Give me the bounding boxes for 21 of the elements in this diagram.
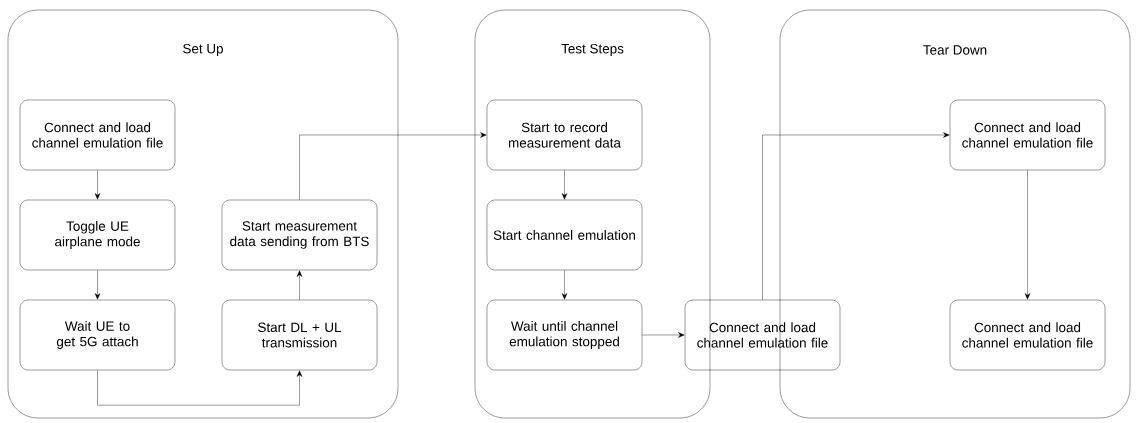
process-box: Connect and load channel emulation file [949, 99, 1106, 171]
arrow [94, 270, 101, 300]
arrow [296, 270, 303, 300]
process-box: Start to record measurement data [486, 99, 643, 171]
process-box: Start measurement data sending from BTS [221, 199, 378, 271]
arrow [561, 170, 568, 200]
arrow [561, 270, 568, 300]
process-box: Connect and load channel emulation file [949, 299, 1106, 371]
arrow [299, 132, 487, 200]
process-box: Wait UE to get 5G attach [19, 299, 176, 371]
process-box: Start channel emulation [486, 199, 643, 271]
process-box: Start DL + UL transmission [221, 299, 378, 371]
arrow [762, 132, 950, 300]
arrow [1024, 170, 1031, 300]
process-box: Connect and load channel emulation file [19, 99, 176, 171]
arrow [97, 370, 303, 406]
process-box: Toggle UE airplane mode [19, 199, 176, 271]
arrow [94, 170, 101, 200]
arrow [642, 332, 685, 338]
process-box: Connect and load channel emulation file [684, 299, 841, 371]
process-box: Wait until channel emulation stopped [486, 299, 643, 371]
